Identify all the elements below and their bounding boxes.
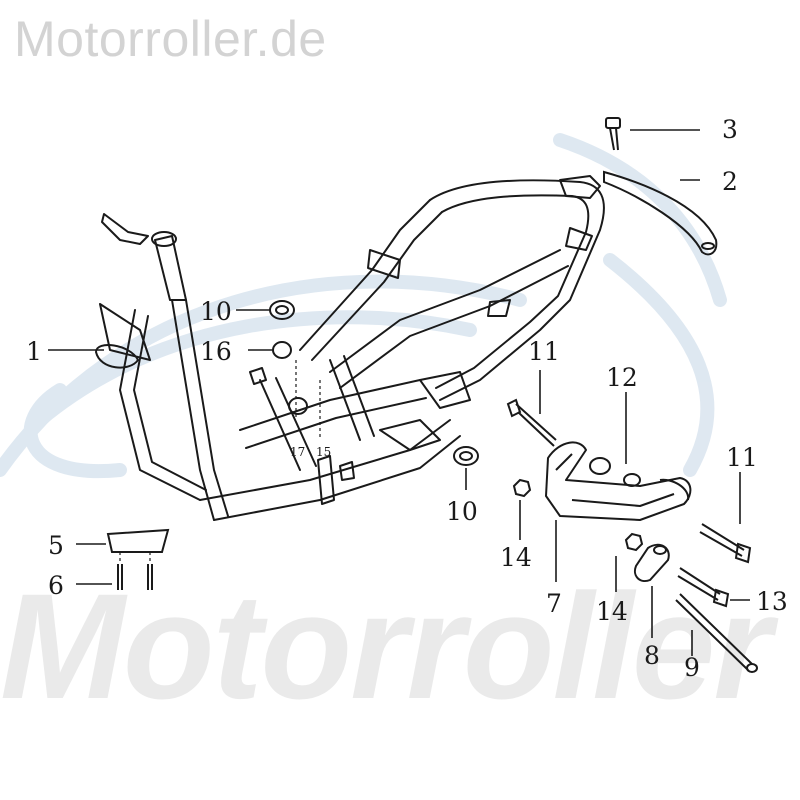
callout-17: 17 bbox=[290, 445, 305, 459]
part-9-pin bbox=[675, 593, 758, 673]
callout-14-left: 14 bbox=[500, 543, 532, 572]
callout-5: 5 bbox=[48, 531, 64, 560]
part-13-bolt bbox=[677, 567, 730, 608]
leader-lines bbox=[48, 129, 750, 656]
callout-6: 6 bbox=[48, 571, 64, 600]
callout-8: 8 bbox=[644, 641, 660, 670]
part-14-nuts bbox=[512, 478, 644, 552]
callout-15: 15 bbox=[316, 445, 331, 459]
callout-10-upper: 10 bbox=[200, 297, 232, 326]
callout-2: 2 bbox=[722, 167, 738, 196]
part-2-hanger-strap bbox=[603, 170, 718, 256]
callout-1: 1 bbox=[26, 337, 42, 366]
callout-12: 12 bbox=[606, 363, 638, 392]
callout-16: 16 bbox=[200, 337, 232, 366]
part-3-bolt bbox=[605, 117, 621, 151]
part-8-clamp bbox=[634, 543, 670, 582]
part-7-stand-bracket bbox=[545, 441, 692, 521]
scooter-frame bbox=[95, 175, 605, 521]
part-11-bolts bbox=[506, 398, 752, 564]
part-6-screws bbox=[117, 552, 153, 590]
callout-9: 9 bbox=[684, 653, 700, 682]
callout-3: 3 bbox=[722, 115, 738, 144]
callout-14-right: 14 bbox=[596, 597, 628, 626]
frame-mount-markers bbox=[295, 360, 321, 440]
callout-10-lower: 10 bbox=[446, 497, 478, 526]
watermark-large-text: Motorroller bbox=[0, 562, 772, 730]
callout-11-lower: 11 bbox=[726, 443, 758, 472]
part-5-plate bbox=[106, 528, 170, 553]
part-16-spacer bbox=[272, 341, 308, 415]
callout-13: 13 bbox=[756, 587, 788, 616]
callout-11-upper: 11 bbox=[528, 337, 560, 366]
watermark-header: Motorroller.de bbox=[14, 11, 327, 67]
watermark-swoosh bbox=[0, 133, 727, 479]
callout-labels: 1 2 3 10 16 10 11 12 11 5 6 14 7 14 8 9 … bbox=[26, 115, 788, 682]
callout-7: 7 bbox=[546, 589, 562, 618]
